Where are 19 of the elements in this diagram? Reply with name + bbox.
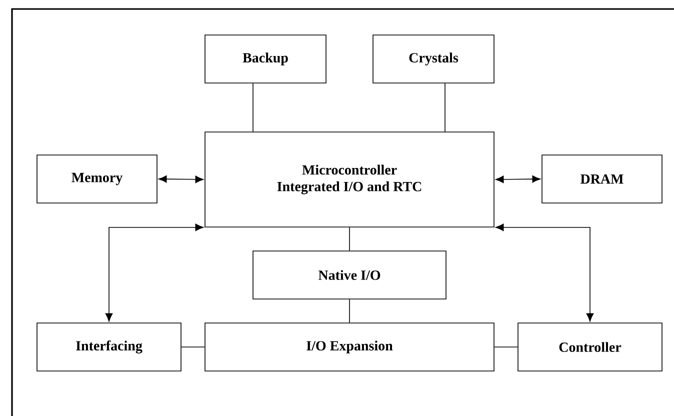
block-box: I/O Expansion	[204, 322, 494, 372]
connector-line	[444, 83, 446, 132]
arrow	[105, 224, 204, 322]
connector-line	[181, 346, 205, 348]
block-box: Backup	[204, 34, 326, 84]
connector-line	[494, 346, 518, 348]
connector-line	[349, 299, 350, 323]
connector-line	[349, 226, 350, 251]
connector-line	[252, 83, 254, 132]
arrow	[158, 175, 204, 184]
processor-box: Microcontroller Integrated I/O and RTC	[204, 132, 494, 228]
block-box: Native I/O	[252, 250, 446, 300]
block-box: Memory	[36, 154, 158, 204]
block-box: Interfacing	[36, 322, 182, 372]
block-box: Controller	[518, 322, 662, 372]
block-box: DRAM	[542, 154, 662, 204]
arrow	[495, 224, 594, 322]
block-box: Crystals	[372, 34, 494, 84]
arrow	[495, 175, 541, 184]
